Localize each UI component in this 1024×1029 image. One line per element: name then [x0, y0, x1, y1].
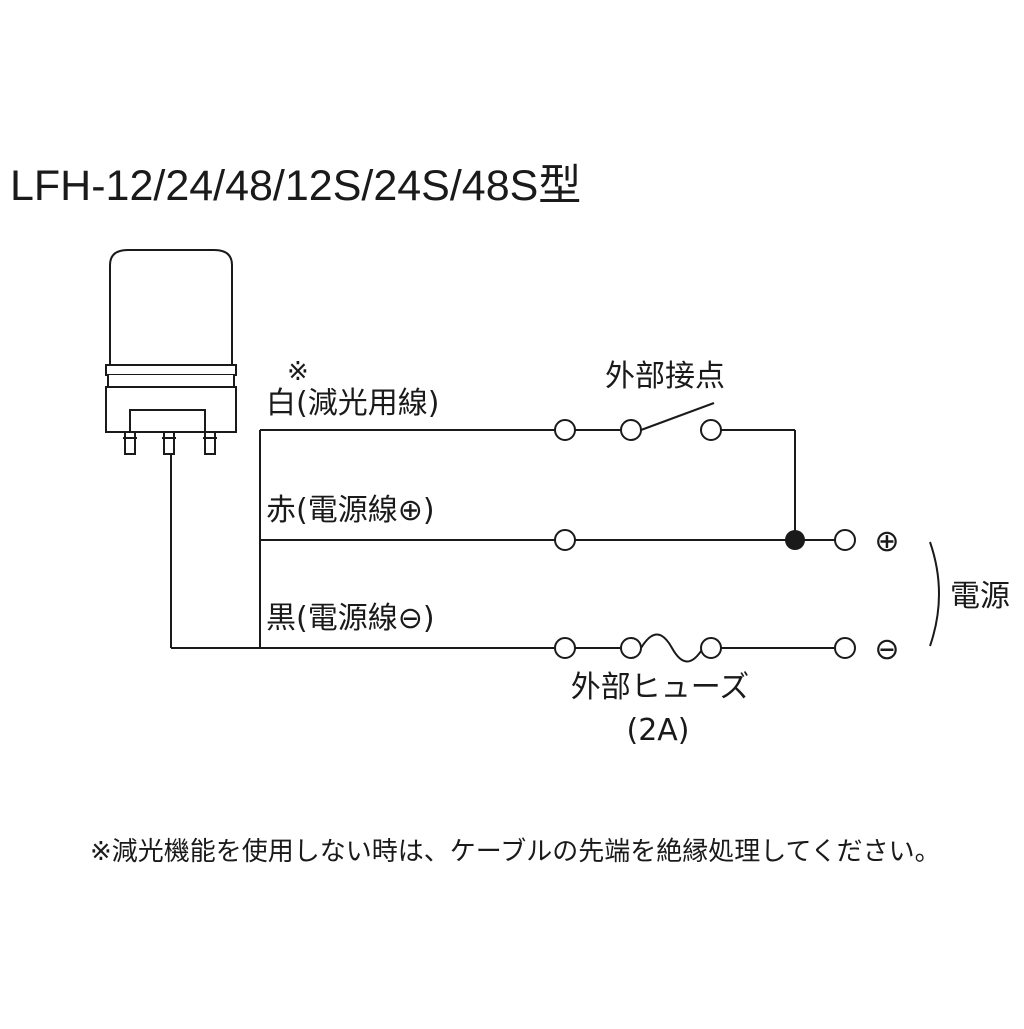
terminal-circle — [700, 419, 722, 441]
terminals — [554, 419, 856, 659]
external-fuse-label: 外部ヒューズ — [571, 670, 750, 705]
power-plus-symbol: ⊕ — [874, 524, 899, 559]
terminal-circle — [554, 529, 576, 551]
terminal-circle — [834, 637, 856, 659]
footnote: ※減光機能を使用しない時は、ケーブルの先端を絶縁処理してください。 — [90, 837, 941, 867]
junction-dot — [785, 530, 805, 550]
fuse-rating-label: (2A) — [626, 713, 689, 748]
terminal-circle — [620, 419, 642, 441]
cable — [170, 430, 261, 649]
terminal-circle — [700, 637, 722, 659]
power-label: 電源 — [950, 579, 1010, 614]
external-fuse-icon — [640, 633, 704, 663]
terminal-circle — [620, 637, 642, 659]
signal-light-icon — [105, 249, 237, 455]
black-wire-label: 黒(電源線⊖) — [266, 601, 435, 636]
external-contact-switch — [640, 402, 715, 431]
white-wire-label: 白(減光用線) — [266, 386, 439, 421]
white-wire — [260, 429, 796, 540]
external-contact-label: 外部接点 — [605, 359, 725, 394]
power-brace — [929, 541, 940, 647]
power-minus-symbol: ⊖ — [874, 632, 899, 667]
terminal-circle — [554, 419, 576, 441]
page-title: LFH-12/24/48/12S/24S/48S型 — [10, 162, 581, 210]
terminal-circle — [554, 637, 576, 659]
red-wire-label: 赤(電源線⊕) — [266, 493, 435, 528]
terminal-circle — [834, 529, 856, 551]
white-wire-note-mark: ※ — [287, 357, 309, 387]
